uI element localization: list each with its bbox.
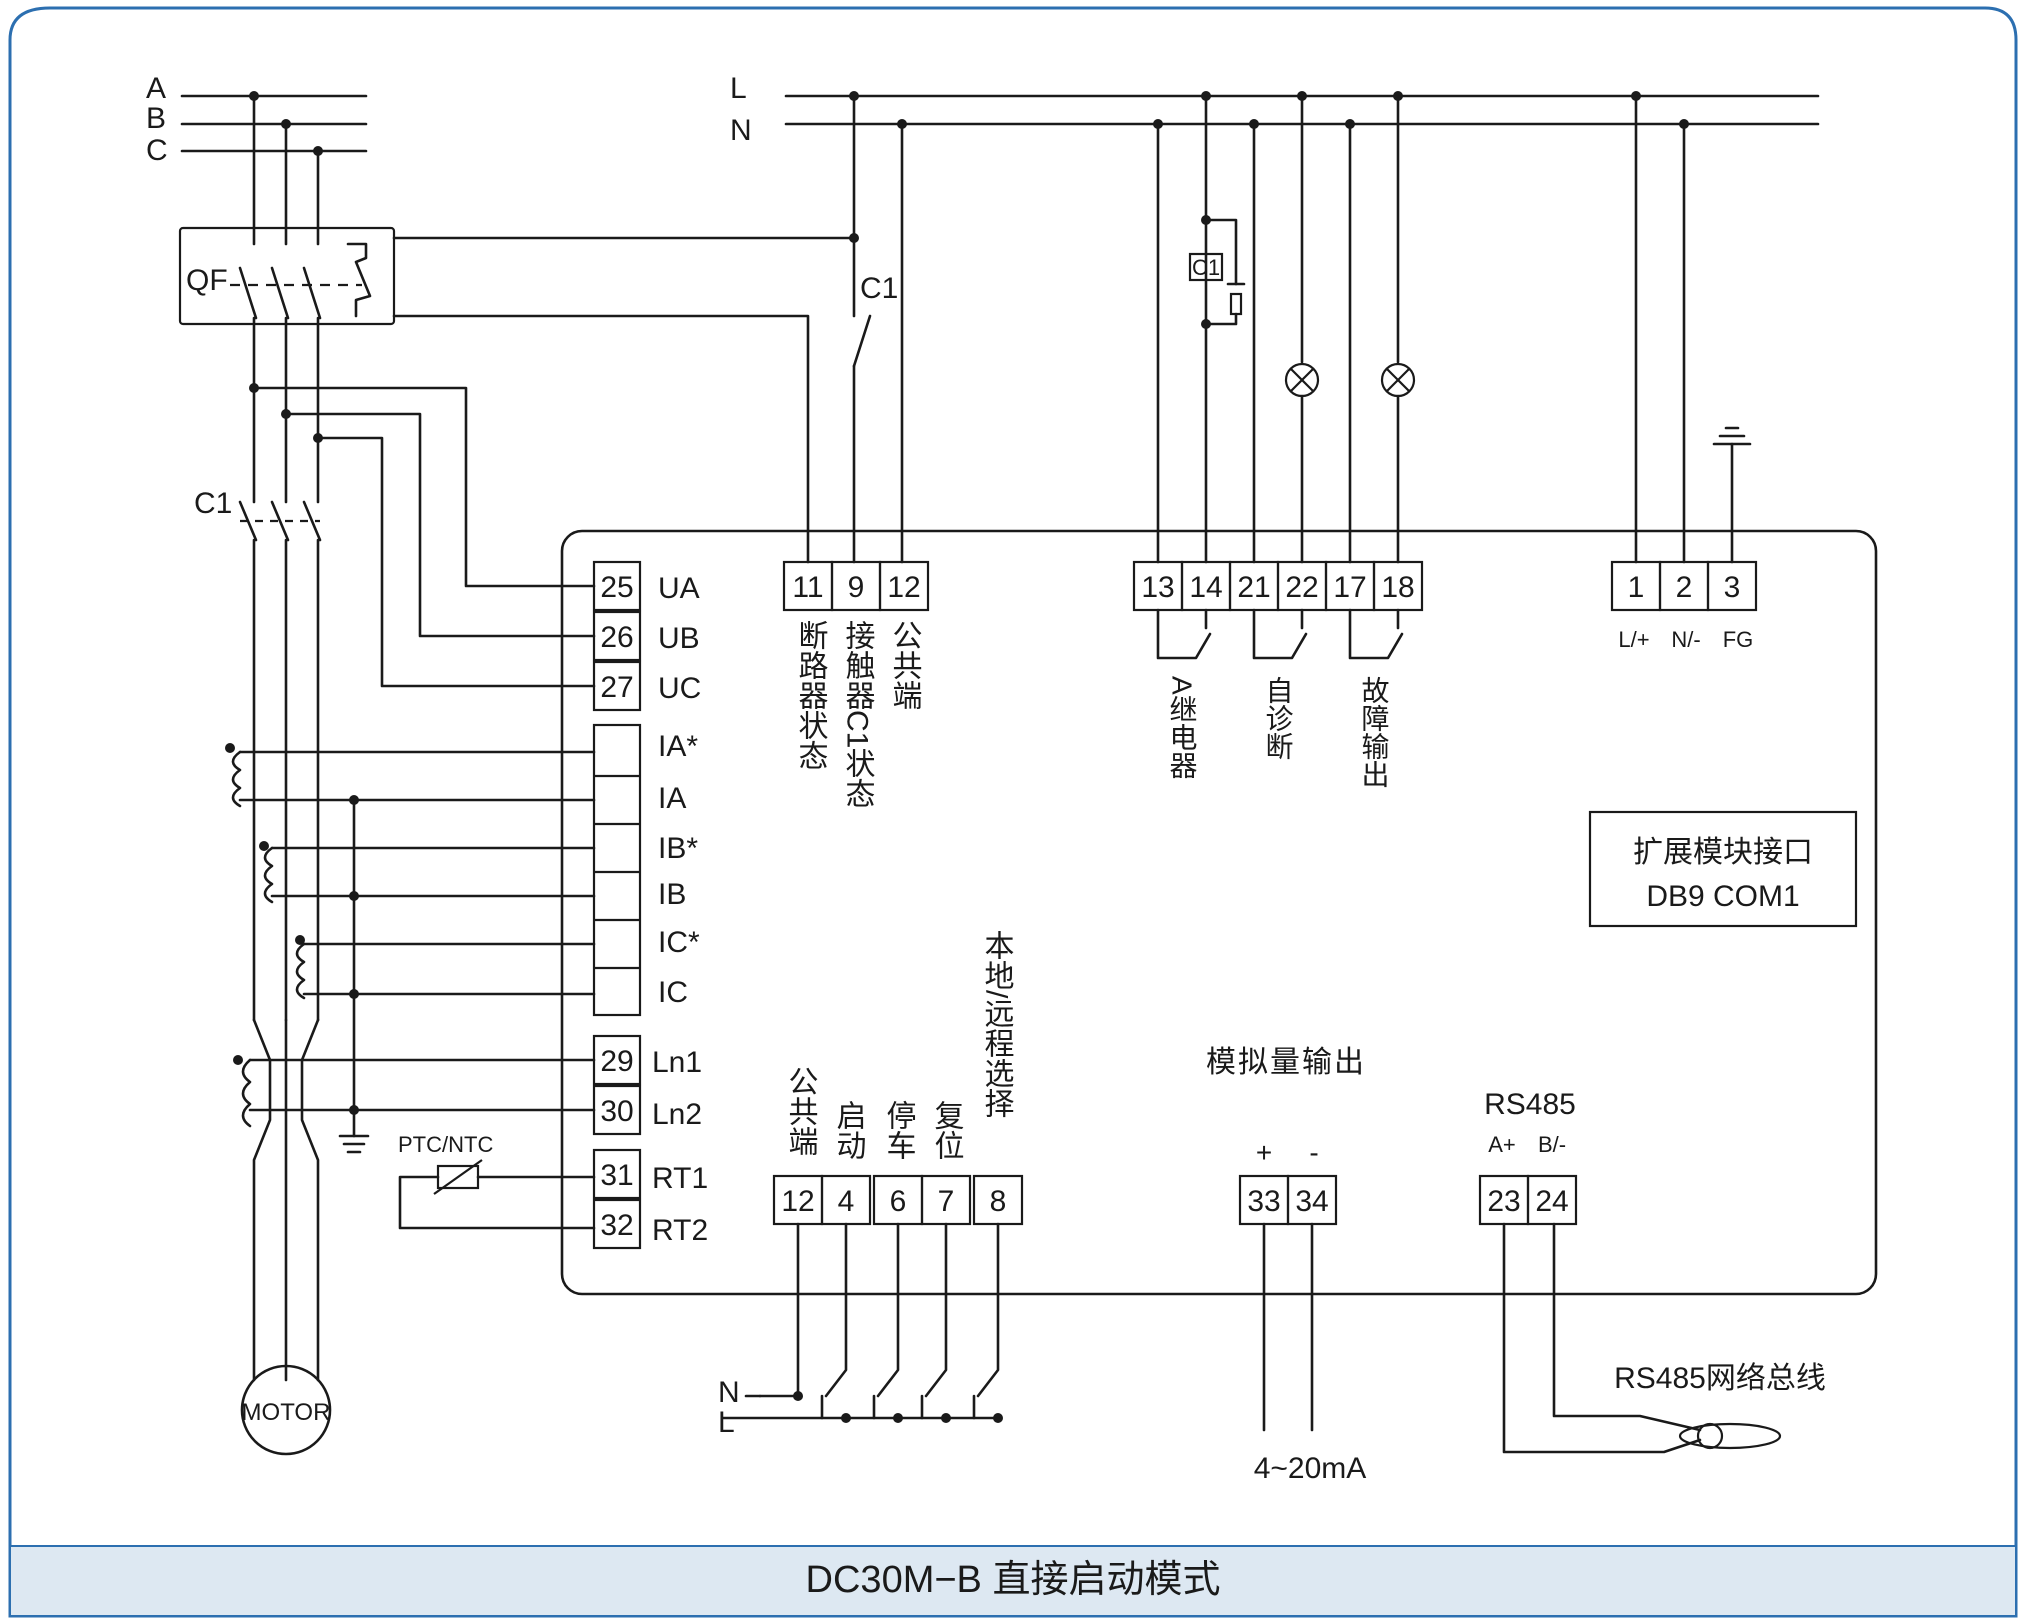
- rs485-terminal-block: [1478, 1174, 1782, 1454]
- status-wiring: [392, 91, 907, 564]
- terminal-29: 29: [600, 1045, 633, 1078]
- label-breaker-state: 断路器状态: [794, 620, 829, 770]
- label-ln1: Ln1: [652, 1046, 702, 1079]
- voltage-sense-wires: [252, 386, 596, 688]
- input-wiring: [720, 1222, 1003, 1423]
- terminal-27: 27: [600, 671, 633, 704]
- relay-wiring: [1153, 91, 1416, 660]
- relay-terminal-block: [1132, 560, 1424, 612]
- motor: [240, 1364, 332, 1456]
- label-ib-star: IB*: [658, 832, 698, 865]
- contactor-label: C1: [194, 487, 232, 520]
- terminal-4: 4: [838, 1185, 855, 1218]
- terminal-12-input: 12: [781, 1185, 814, 1218]
- expansion-line1: 扩展模块接口: [1633, 836, 1813, 869]
- label-ua: UA: [658, 572, 700, 605]
- three-phase-bus: [180, 94, 368, 153]
- analog-terminal-block: [1238, 1174, 1338, 1432]
- phase-a-label: A: [146, 72, 166, 105]
- label-ia-star: IA*: [658, 730, 698, 763]
- label-relay-a: A继电器: [1167, 676, 1198, 779]
- bus-l-label: L: [730, 72, 747, 105]
- phase-b-label: B: [146, 102, 166, 135]
- diagram-title: DC30M−B 直接启动模式: [806, 1559, 1221, 1601]
- label-start: 启动: [832, 1100, 866, 1160]
- label-local-remote: 本地/远程选择: [980, 930, 1015, 1119]
- terminal-22: 22: [1285, 571, 1318, 604]
- terminal-11: 11: [792, 571, 823, 604]
- current-transformers: [225, 743, 596, 1154]
- input-l-label: L: [718, 1406, 735, 1439]
- terminal-6: 6: [890, 1185, 907, 1218]
- label-rt1: RT1: [652, 1162, 708, 1195]
- analog-plus: +: [1256, 1137, 1272, 1168]
- rs485-b-minus: B/-: [1538, 1132, 1566, 1157]
- label-ub: UB: [658, 622, 700, 655]
- terminal-23: 23: [1487, 1185, 1520, 1218]
- label-fault-output: 故障输出: [1359, 676, 1390, 788]
- label-stop: 停车: [882, 1100, 917, 1160]
- terminal-24: 24: [1535, 1185, 1568, 1218]
- c1-contact-label: C1: [860, 272, 898, 305]
- terminal-13: 13: [1141, 571, 1174, 604]
- terminal-30: 30: [600, 1095, 633, 1128]
- terminal-1: 1: [1628, 571, 1645, 604]
- label-ib: IB: [658, 878, 686, 911]
- terminal-31: 31: [600, 1159, 633, 1192]
- analog-minus: -: [1309, 1137, 1318, 1168]
- expansion-box: [1588, 810, 1858, 928]
- label-ic: IC: [658, 976, 688, 1009]
- power-wiring: [1631, 91, 1752, 564]
- phase-c-label: C: [146, 134, 168, 167]
- label-ia: IA: [658, 782, 686, 815]
- rs485-bus-label: RS485网络总线: [1614, 1362, 1826, 1395]
- label-common-input: 公共端: [784, 1066, 818, 1156]
- analog-range: 4~20mA: [1254, 1452, 1367, 1485]
- left-terminal-column: [592, 560, 642, 1250]
- label-n-minus: N/-: [1671, 627, 1700, 652]
- bus-n-label: N: [730, 114, 752, 147]
- motor-label: MOTOR: [242, 1399, 331, 1426]
- breaker-qf: [178, 226, 396, 326]
- terminal-12-status: 12: [887, 571, 920, 604]
- power-terminal-block: [1610, 560, 1758, 612]
- terminal-25: 25: [600, 571, 633, 604]
- terminal-3: 3: [1724, 571, 1741, 604]
- terminal-34: 34: [1295, 1185, 1328, 1218]
- relay-coil-label: C1: [1192, 255, 1220, 280]
- label-uc: UC: [658, 672, 701, 705]
- label-fg: FG: [1723, 627, 1754, 652]
- terminal-26: 26: [600, 621, 633, 654]
- label-rt2: RT2: [652, 1214, 708, 1247]
- label-common-status: 公共端: [888, 620, 922, 710]
- terminal-18: 18: [1381, 571, 1414, 604]
- terminal-14: 14: [1189, 571, 1222, 604]
- terminal-21: 21: [1237, 571, 1270, 604]
- terminal-17: 17: [1333, 571, 1366, 604]
- terminal-2: 2: [1676, 571, 1693, 604]
- sensor-label: PTC/NTC: [398, 1132, 493, 1157]
- terminal-33: 33: [1247, 1185, 1280, 1218]
- ptc-ntc-sensor: [398, 1159, 596, 1230]
- status-terminal-block: [782, 560, 930, 612]
- label-reset: 复位: [930, 1100, 965, 1160]
- controller-body: [560, 529, 1878, 1296]
- analog-title: 模拟量输出: [1206, 1046, 1366, 1079]
- terminal-32: 32: [600, 1209, 633, 1242]
- input-n-label: N: [718, 1376, 740, 1409]
- rs485-a-plus: A+: [1488, 1132, 1516, 1157]
- breaker-label: QF: [186, 264, 228, 297]
- page-frame: [8, 6, 2018, 1618]
- label-ic-star: IC*: [658, 926, 700, 959]
- terminal-8: 8: [990, 1185, 1007, 1218]
- label-ln2: Ln2: [652, 1098, 702, 1131]
- label-contactor-state: 接触器C1状态: [841, 620, 876, 808]
- label-l-plus: L/+: [1618, 627, 1649, 652]
- rs485-title: RS485: [1484, 1088, 1576, 1121]
- terminal-7: 7: [938, 1185, 955, 1218]
- label-self-diagnosis: 自诊断: [1263, 676, 1294, 760]
- terminal-9: 9: [848, 571, 865, 604]
- expansion-line2: DB9 COM1: [1646, 880, 1799, 913]
